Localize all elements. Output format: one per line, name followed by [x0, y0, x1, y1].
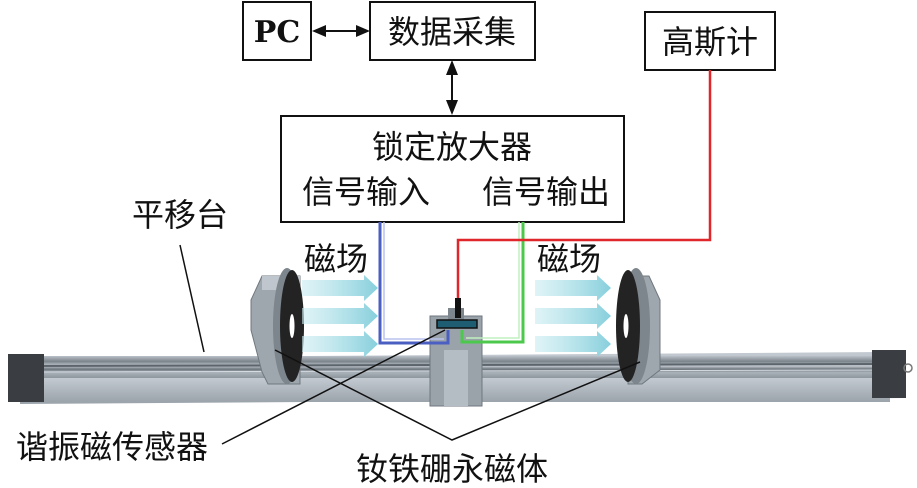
rail-end-cap-left: [8, 354, 44, 402]
magnet-label: 钕铁硼永磁体: [356, 450, 548, 488]
magnet-left: [250, 268, 304, 385]
signal-output-wire: [460, 222, 525, 344]
daq-label: 数据采集: [388, 13, 516, 51]
sensor-leader-line: [221, 329, 446, 445]
field-arrow: [535, 303, 611, 329]
field-arrows-left: [302, 275, 378, 357]
daq-block: 数据采集: [369, 1, 536, 61]
field-arrow: [302, 331, 378, 357]
field-label-right: 磁场: [537, 240, 601, 278]
daq-lockin-arrow: [446, 60, 458, 115]
lockin-signal-output: 信号输出: [482, 173, 610, 211]
pc-label: PC: [254, 15, 300, 50]
gaussmeter-label: 高斯计: [662, 23, 758, 61]
lockin-title: 锁定放大器: [372, 128, 532, 166]
gauss-probe-wire: [455, 70, 712, 318]
field-arrow: [302, 303, 378, 329]
signal-input-wire: [378, 222, 450, 345]
pc-block: PC: [242, 1, 312, 61]
lockin-signal-input: 信号输入: [302, 173, 430, 211]
magnet-right: [616, 268, 661, 385]
stage-label: 平移台: [132, 196, 228, 234]
sensor-label: 谐振磁传感器: [16, 428, 208, 466]
rail-end-cap-right: [872, 350, 906, 398]
pc-daq-arrow: [312, 25, 370, 37]
lockin-amplifier-block: 锁定放大器 信号输入 信号输出: [280, 115, 625, 223]
resonant-magnetic-sensor: [436, 319, 478, 329]
field-arrow: [535, 275, 611, 301]
magnet-leader-lines: [274, 349, 641, 441]
field-arrows-right: [535, 275, 611, 357]
stage-leader-line: [179, 244, 205, 353]
field-arrow: [302, 275, 378, 301]
field-arrow: [535, 331, 611, 357]
field-label-left: 磁场: [304, 240, 368, 278]
gaussmeter-block: 高斯计: [644, 11, 776, 71]
